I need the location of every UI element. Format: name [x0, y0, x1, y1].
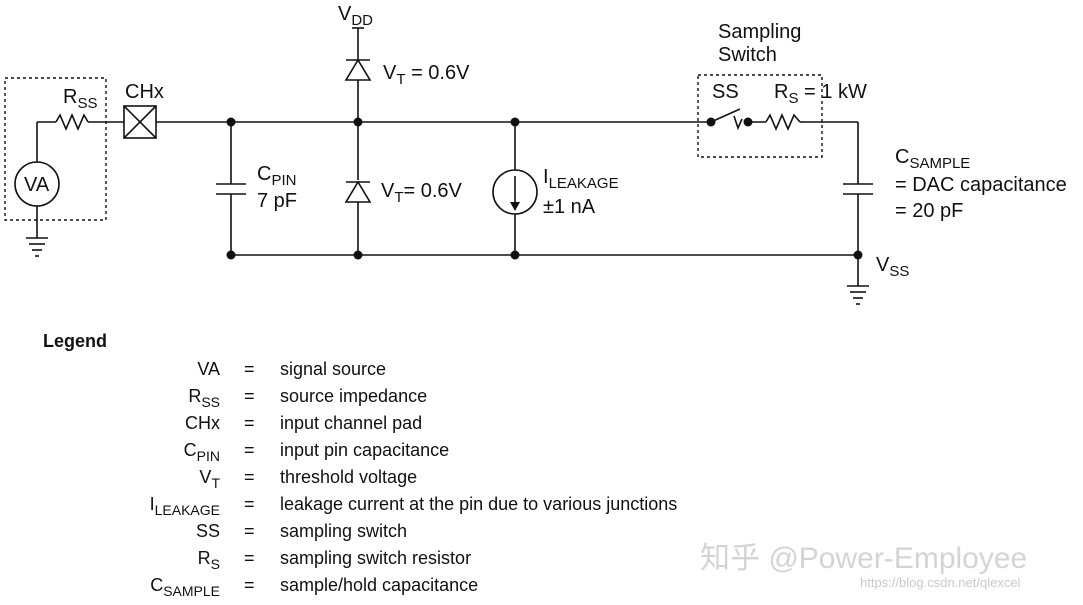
legend-description: source impedance [280, 386, 428, 406]
vss-label: VSS [876, 254, 909, 280]
legend-row: CPIN = input pin capacitance [0, 437, 760, 464]
legend-symbol: VT [0, 464, 220, 497]
legend-symbol-main: SS [195, 521, 220, 541]
va-label: VA [24, 174, 50, 196]
legend-symbol-main: V [199, 467, 212, 487]
chx-pad-symbol [123, 105, 157, 139]
ileakage-value: ±1 nA [543, 196, 596, 218]
rss-resistor [55, 112, 89, 132]
legend-symbol-main: VA [197, 359, 220, 379]
legend-symbol: CPIN [0, 437, 220, 470]
legend-symbol-sub: SS [201, 394, 220, 410]
legend-row: RSS = source impedance [0, 383, 760, 410]
vdd-label: VDD [338, 3, 373, 29]
top-diode [344, 58, 372, 81]
legend-symbol-main: C [150, 575, 164, 595]
legend-equals: = [244, 494, 255, 514]
legend-symbol: VA [0, 356, 220, 383]
rs-label: RS = 1 kW [774, 81, 867, 107]
legend-equals: = [244, 386, 255, 406]
ground-symbol-left [26, 237, 48, 257]
legend-symbol: ILEAKAGE [0, 491, 220, 524]
cpin-value: 7 pF [257, 190, 297, 212]
legend-equals: = [244, 359, 255, 379]
down-arrow-icon [510, 202, 520, 211]
legend-symbol: SS [0, 518, 220, 545]
source-dashed-box [4, 77, 107, 221]
legend-row: ILEAKAGE = leakage current at the pin due … [0, 491, 760, 518]
legend-equals: = [244, 413, 255, 433]
legend-symbol-sub: T [211, 475, 220, 491]
legend-row: CSAMPLE = sample/hold capacitance [0, 572, 760, 599]
legend-equals: = [244, 440, 255, 460]
rs-resistor [765, 112, 801, 132]
vt-bottom-label: VT= 0.6V [381, 180, 463, 206]
legend-symbol-sub: PIN [196, 448, 220, 464]
legend-symbol-sub: SAMPLE [163, 583, 220, 599]
ground-symbol-right [847, 285, 869, 305]
sampling-switch-label-line2: Switch [718, 44, 777, 66]
sampling-switch [710, 108, 741, 123]
vt-top-label: VT = 0.6V [383, 62, 470, 88]
legend-equals: = [244, 548, 255, 568]
legend-description: leakage current at the pin due to variou… [280, 494, 678, 514]
legend-equals: = [244, 467, 255, 487]
legend-row: SS = sampling switch [0, 518, 760, 545]
legend-symbol: CHx [0, 410, 220, 437]
legend-row: VT = threshold voltage [0, 464, 760, 491]
legend-row: VA = signal source [0, 356, 760, 383]
legend-symbol-main: R [197, 548, 211, 568]
rss-label: RSS [63, 86, 97, 112]
legend-row: RS = sampling switch resistor [0, 545, 760, 572]
legend-description: sampling switch [280, 521, 408, 541]
ileakage-label: ILEAKAGE [543, 166, 619, 192]
watermark-text: 知乎 @Power-Employee [700, 542, 1028, 575]
csample-desc: = DAC capacitance [895, 174, 1067, 196]
cpin-label: CPIN [257, 163, 296, 189]
legend-equals: = [244, 521, 255, 541]
ss-label: SS [712, 81, 739, 103]
circuit-schematic: VA RSS CHx CPIN 7 pF VDD VT = 0.6V [4, 3, 1067, 305]
legend-symbol-main: CHx [185, 413, 220, 433]
chx-label: CHx [125, 81, 164, 103]
legend-symbol: RS [0, 545, 220, 578]
legend-description: sample/hold capacitance [280, 575, 479, 595]
legend-symbol-main: I [149, 494, 155, 514]
legend-symbol: RSS [0, 383, 220, 416]
legend-description: input channel pad [280, 413, 423, 433]
csample-value: = 20 pF [895, 200, 963, 222]
legend-description: signal source [280, 359, 387, 379]
sampling-switch-dashed-box [697, 74, 823, 158]
legend-row: CHx = input channel pad [0, 410, 760, 437]
legend-symbol-sub: LEAKAGE [154, 502, 220, 518]
legend-equals: = [244, 575, 255, 595]
sampling-switch-label-line1: Sampling [718, 21, 801, 43]
bottom-diode [344, 180, 372, 203]
legend-symbol-main: R [188, 386, 202, 406]
legend-title: Legend [43, 331, 108, 351]
watermark-url: https://blog.csdn.net/qlexcel [860, 575, 1021, 590]
csample-label: CSAMPLE [895, 146, 970, 172]
legend-symbol-sub: S [210, 556, 220, 572]
legend-description: sampling switch resistor [280, 548, 472, 568]
legend-description: threshold voltage [280, 467, 418, 487]
legend-symbol-main: C [183, 440, 197, 460]
legend-symbol: CSAMPLE [0, 572, 220, 605]
legend-description: input pin capacitance [280, 440, 450, 460]
